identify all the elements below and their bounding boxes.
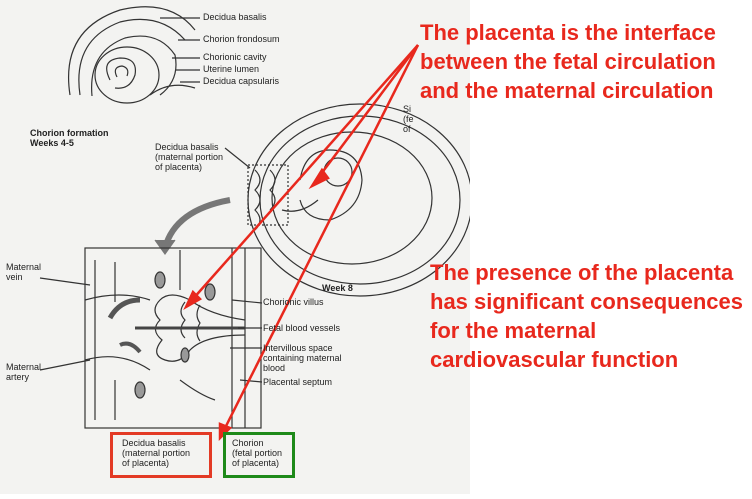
- textbook-diagram: Decidua basalis Chorion frondosum Chorio…: [0, 0, 473, 494]
- label-fetal-blood-vessels: Fetal blood vessels: [263, 323, 341, 333]
- decidua-basalis-highlight-box: [110, 432, 212, 478]
- label-chorion-box: Chorion (fetal portion of placenta): [232, 438, 283, 468]
- label-maternal-vein: Maternal vein: [6, 262, 42, 282]
- label-placental-septum: Placental septum: [263, 377, 333, 387]
- body-text: The presence of the placenta has signifi…: [430, 260, 743, 372]
- label-chorionic-villus: Chorionic villus: [263, 297, 324, 307]
- label-chorion-frondosum: Chorion frondosum: [203, 34, 280, 44]
- label-partial-cut: Si (fe of: [403, 104, 414, 134]
- label-maternal-artery: Maternal artery: [6, 362, 42, 382]
- label-decidua-basalis-top: Decidua basalis: [203, 12, 267, 22]
- headline-text: The placenta is the interface between th…: [420, 20, 716, 103]
- label-decidua-basalis-box: Decidua basalis (maternal portion of pla…: [122, 438, 191, 468]
- label-decidua-basalis-mid: Decidua basalis (maternal portion of pla…: [155, 142, 224, 172]
- label-week8: Week 8: [322, 283, 353, 293]
- label-uterine-lumen: Uterine lumen: [203, 64, 260, 74]
- label-intervillous-space: Intervillous space containing maternal b…: [263, 343, 342, 373]
- chorion-highlight-box: [223, 432, 295, 478]
- placenta-illustration: [39, 6, 473, 442]
- label-chorionic-cavity: Chorionic cavity: [203, 52, 267, 62]
- label-chorion-formation: Chorion formation Weeks 4-5: [30, 128, 109, 148]
- label-decidua-capsularis: Decidua capsularis: [203, 76, 280, 86]
